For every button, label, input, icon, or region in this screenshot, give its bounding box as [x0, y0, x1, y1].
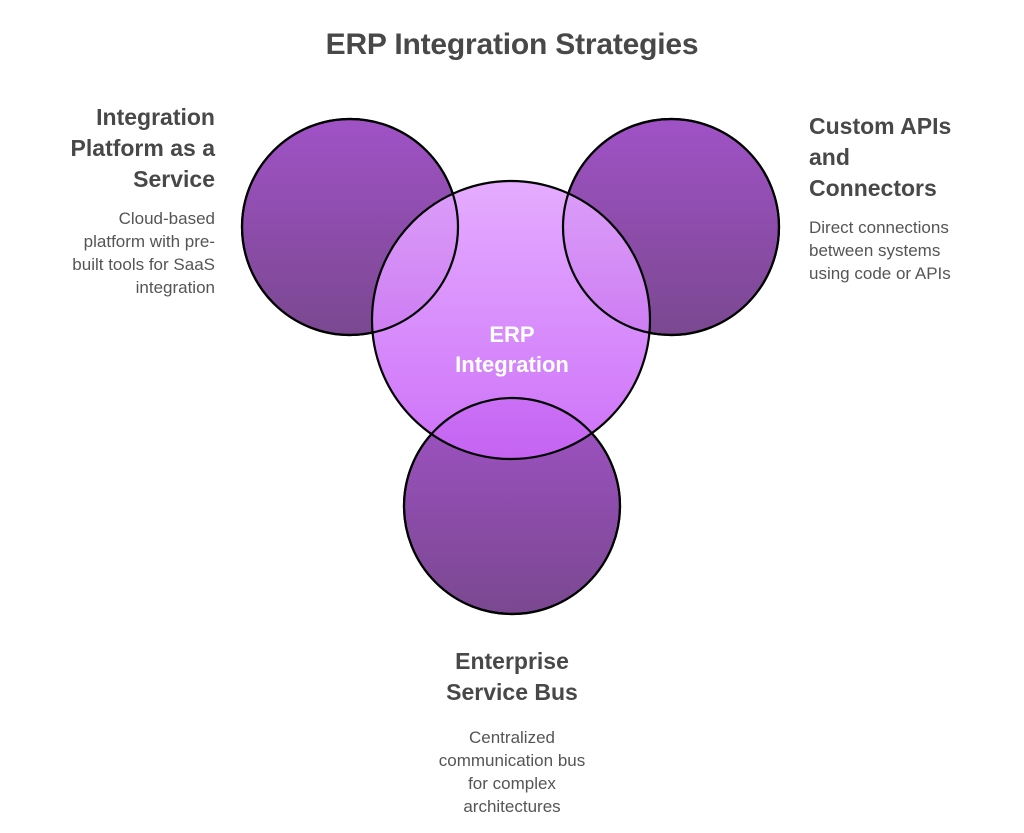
- strategy-description: Direct connections between systems using…: [809, 216, 989, 285]
- strategy-heading: Integration Platform as a Service: [40, 102, 215, 195]
- outline-enterprise-service-bus: [402, 396, 622, 616]
- description-line: architectures: [463, 797, 561, 816]
- strategy-description: Cloud-based platform with pre- built too…: [40, 207, 215, 299]
- strategy-block-custom-apis: Custom APIs and Connectors Direct connec…: [809, 111, 989, 285]
- description-line: Direct connections: [809, 218, 949, 237]
- strategy-description: Centralized communication bus for comple…: [402, 726, 622, 818]
- heading-line: Service: [133, 166, 215, 192]
- description-line: built tools for SaaS: [72, 255, 215, 274]
- heading-line: Platform as a: [70, 135, 215, 161]
- heading-line: Integration: [96, 104, 215, 130]
- description-line: platform with pre-: [83, 232, 215, 251]
- description-line: using code or APIs: [809, 264, 951, 283]
- heading-line: Enterprise: [455, 648, 569, 674]
- description-line: between systems: [809, 241, 941, 260]
- strategy-heading: Custom APIs and Connectors: [809, 111, 989, 204]
- outline-custom-apis-and-connectors: [561, 117, 781, 337]
- description-line: Centralized: [469, 728, 555, 747]
- diagram-title: ERP Integration Strategies: [325, 28, 699, 61]
- heading-line: Service Bus: [446, 679, 578, 705]
- heading-line: and: [809, 144, 850, 170]
- heading-line: Connectors: [809, 175, 937, 201]
- description-line: for complex: [468, 774, 556, 793]
- center-label-line1: ERP: [489, 322, 535, 347]
- description-line: integration: [135, 278, 215, 297]
- strategy-heading: Enterprise Service Bus: [402, 646, 622, 708]
- description-line: communication bus: [438, 751, 586, 770]
- description-line: Cloud-based: [118, 209, 215, 228]
- heading-line: Custom APIs: [809, 113, 952, 139]
- outline-integration-platform-as-a-service: [240, 117, 460, 337]
- circle-erp-integration: [370, 179, 652, 461]
- center-label: ERP Integration: [412, 320, 612, 380]
- center-label-line2: Integration: [455, 352, 569, 377]
- strategy-block-ipaas: Integration Platform as a Service Cloud-…: [40, 102, 215, 299]
- strategy-block-esb: Enterprise Service Bus Centralized commu…: [402, 646, 622, 818]
